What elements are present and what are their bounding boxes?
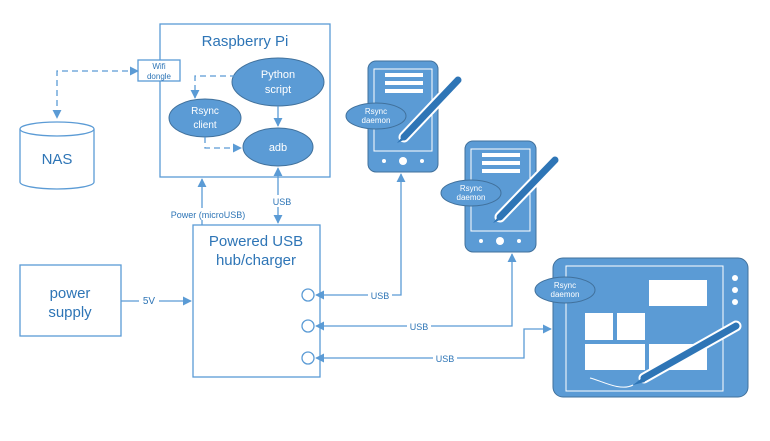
rsync-to-adb-arrow [204,137,242,153]
wifi-dongle-line2: dongle [147,72,172,81]
rsync-daemon-2-line2: daemon [457,193,486,202]
python-script-line1: Python [261,69,295,81]
rsync-daemon-1-line2: daemon [362,116,391,125]
label-usb-pi-bg [271,195,293,207]
hub-port-1 [301,288,315,302]
script-to-rsync-arrow [190,75,236,99]
usb-hub-line2: hub/charger [216,252,296,269]
usb-hub-box [192,224,321,378]
nas-label: NAS [42,151,73,168]
label-usb-3-bg [433,352,457,364]
hub-port-2 [301,319,315,333]
rsync-client-node [168,98,242,138]
rsync-daemon-1-line1: Rsync [365,107,387,116]
rsync-daemon-3-line2: daemon [551,290,580,299]
rsync-daemon-3-line1: Rsync [554,281,576,290]
usb-link-tablet [315,324,552,363]
hub-port-3 [301,351,315,365]
label-usb-pi: USB [273,197,292,207]
label-usb-2: USB [410,322,429,332]
label-usb-3: USB [436,354,455,364]
rsync-daemon-3-node [534,276,596,304]
usb-link-phone-1 [315,173,406,300]
label-usb-1: USB [371,291,390,301]
label-power-bg [168,208,248,220]
raspberry-pi-label: Raspberry Pi [202,33,289,50]
power-supply-line2: supply [48,304,92,321]
adb-node [242,127,314,167]
rsync-client-line2: client [193,120,217,131]
device-tablet [552,257,749,398]
wifi-dongle-line1: Wifi [152,62,166,71]
usb-hub-line1: Powered USB [209,233,303,250]
python-script-line2: script [265,84,291,96]
python-script-node [231,57,325,107]
label-5v: 5V [143,296,156,307]
nas-cylinder [19,121,95,190]
adb-label: adb [269,142,287,154]
rsync-daemon-1-node [345,102,407,130]
power-supply-box [19,264,122,337]
label-5v-bg [139,293,159,307]
power-supply-line1: power [50,285,91,302]
usb-link-phone-2 [315,253,517,331]
rsync-daemon-2-line1: Rsync [460,184,482,193]
label-power-microusb: Power (microUSB) [171,210,246,220]
wifi-nas-link [52,66,139,119]
rsync-client-line1: Rsync [191,106,219,117]
rsync-daemon-2-node [440,179,502,207]
